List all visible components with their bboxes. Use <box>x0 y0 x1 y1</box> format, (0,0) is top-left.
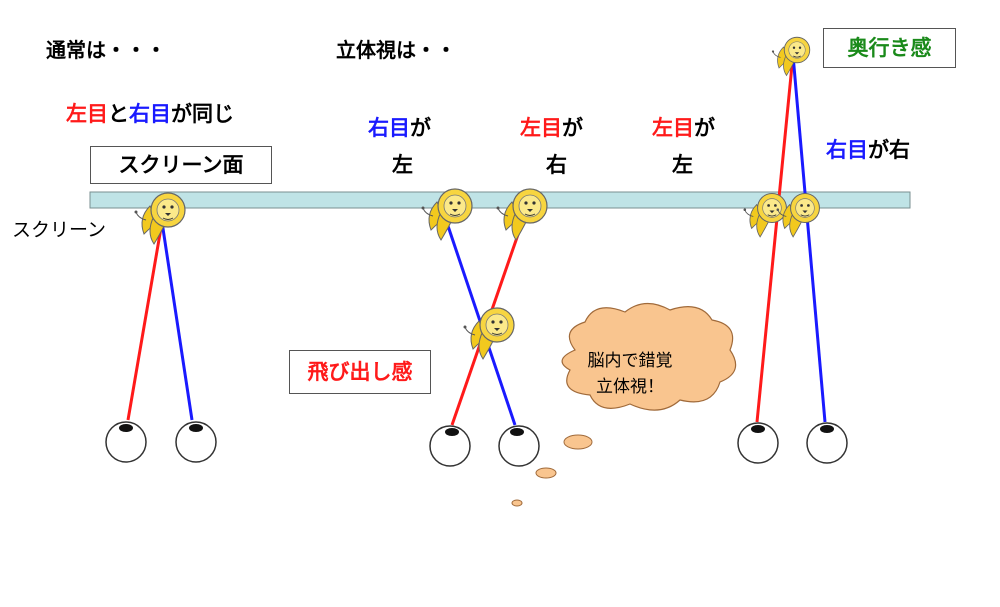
right-eye-text: 右目 <box>129 102 171 126</box>
left-eye-text: 左目 <box>520 116 562 140</box>
ray-left-eye <box>126 221 164 421</box>
right-eye-text: 右目 <box>368 116 410 140</box>
eyeball-icon <box>105 421 147 463</box>
ga-text: が <box>410 116 431 140</box>
popout-left-eye-label: 左目が <box>520 118 583 139</box>
eyeball-icon <box>498 425 540 467</box>
depth-left-eye-label: 左目が <box>652 118 715 139</box>
same-text: が同じ <box>171 102 234 126</box>
popout-box: 飛び出し感 <box>289 350 431 394</box>
screen-label: スクリーン <box>12 219 107 241</box>
depth-right-eye-label: 右目が右 <box>826 140 910 161</box>
screen-plane-box: スクリーン面 <box>90 146 272 184</box>
ga-text: が <box>694 116 715 140</box>
ray-right-eye <box>791 54 827 423</box>
eyeball-icon <box>806 422 848 464</box>
thought-line-2: 立体視！ <box>596 377 664 397</box>
popout-right-side-label: 右 <box>546 153 567 177</box>
normal-case-label: 左目と右目が同じ <box>66 104 234 125</box>
popout-left-side-label: 左 <box>392 153 413 177</box>
thought-line-1: 脳内で錯覚 <box>587 351 673 371</box>
ray-left-eye <box>755 54 795 423</box>
thought-cloud-icon <box>511 302 737 507</box>
ray-right-eye <box>160 221 194 421</box>
depth-left-side-label: 左 <box>672 153 693 177</box>
heading-stereo: 立体視は・・ <box>336 38 456 62</box>
left-eye-text: 左目 <box>66 102 108 126</box>
heading-normal: 通常は・・・ <box>46 38 166 62</box>
thought-bubble-text: 脳内で錯覚 立体視！ <box>570 348 690 400</box>
popout-right-eye-label: 右目が <box>368 118 431 139</box>
eyeball-icon <box>175 421 217 463</box>
ga-right-text: が右 <box>868 138 910 162</box>
left-eye-text: 左目 <box>652 116 694 140</box>
ga-text: が <box>562 116 583 140</box>
eyeball-icon <box>429 425 471 467</box>
right-eye-text: 右目 <box>826 138 868 162</box>
screen-bar <box>89 191 911 209</box>
and-text: と <box>108 102 129 126</box>
depth-box: 奥行き感 <box>823 28 956 68</box>
eyeball-icon <box>737 422 779 464</box>
